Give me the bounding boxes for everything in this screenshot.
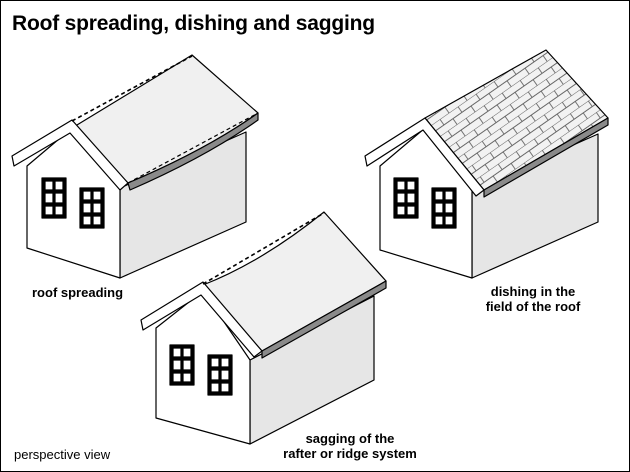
house3-dashed-ridge — [202, 212, 325, 285]
house-sagging — [140, 211, 387, 445]
label-sagging-line2: rafter or ridge system — [283, 446, 417, 461]
label-roof-spreading: roof spreading — [32, 285, 124, 300]
house3-rake-trim — [140, 281, 263, 358]
house2-fascia — [483, 117, 609, 198]
house1-window-left — [41, 177, 67, 219]
house3-roof — [202, 211, 387, 352]
house2-window-left — [393, 177, 419, 219]
house2-front-wall — [379, 127, 473, 279]
house2-window-right — [431, 187, 457, 229]
house1-rake-trim — [11, 119, 129, 191]
label-sagging: sagging of the rafter or ridge system — [265, 431, 435, 461]
label-dishing-line1: dishing in the — [490, 284, 576, 299]
house-dishing — [364, 49, 609, 279]
house-roof-spreading — [11, 54, 259, 279]
house1-dashed-ridge — [71, 55, 193, 122]
house3-fascia — [261, 280, 387, 359]
house3-window-right — [207, 354, 233, 396]
label-dishing: dishing in the field of the roof — [458, 284, 608, 314]
label-sagging-line1: sagging of the — [305, 431, 395, 446]
footer-perspective-view: perspective view — [14, 447, 111, 462]
diagram-title: Roof spreading, dishing and sagging — [12, 12, 375, 35]
house1-window-right — [79, 187, 105, 229]
house1-dashed-eave — [127, 112, 259, 184]
house1-fascia — [127, 112, 259, 191]
label-dishing-line2: field of the roof — [485, 299, 581, 314]
house2-rake-trim — [364, 117, 485, 197]
house3-window-left — [169, 344, 195, 386]
